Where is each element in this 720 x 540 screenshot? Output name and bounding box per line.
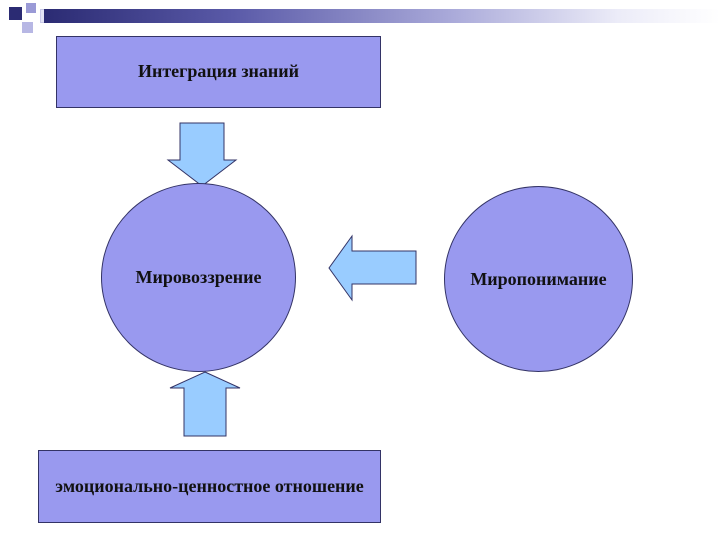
worldview-label: Мировоззрение — [135, 267, 262, 287]
arrow-up-icon — [169, 371, 241, 437]
decor-square — [9, 7, 22, 20]
knowledge-integration-box: Интеграция знаний — [56, 36, 381, 108]
knowledge-integration-label: Интеграция знаний — [137, 61, 300, 82]
worldview-circle: Мировоззрение — [101, 183, 296, 372]
emotional-value-attitude-label: эмоционально-ценностное отношение — [55, 475, 364, 496]
world-understanding-label: Миропонимание — [470, 268, 607, 289]
decor-square — [26, 3, 36, 13]
world-understanding-circle: Миропонимание — [444, 186, 633, 372]
emotional-value-attitude-box: эмоционально-ценностное отношение — [38, 450, 381, 523]
arrow-down-icon — [166, 122, 238, 187]
arrow-left-icon — [328, 234, 417, 302]
decor-square — [22, 22, 33, 33]
slide-header-gradient-bar — [44, 9, 720, 23]
